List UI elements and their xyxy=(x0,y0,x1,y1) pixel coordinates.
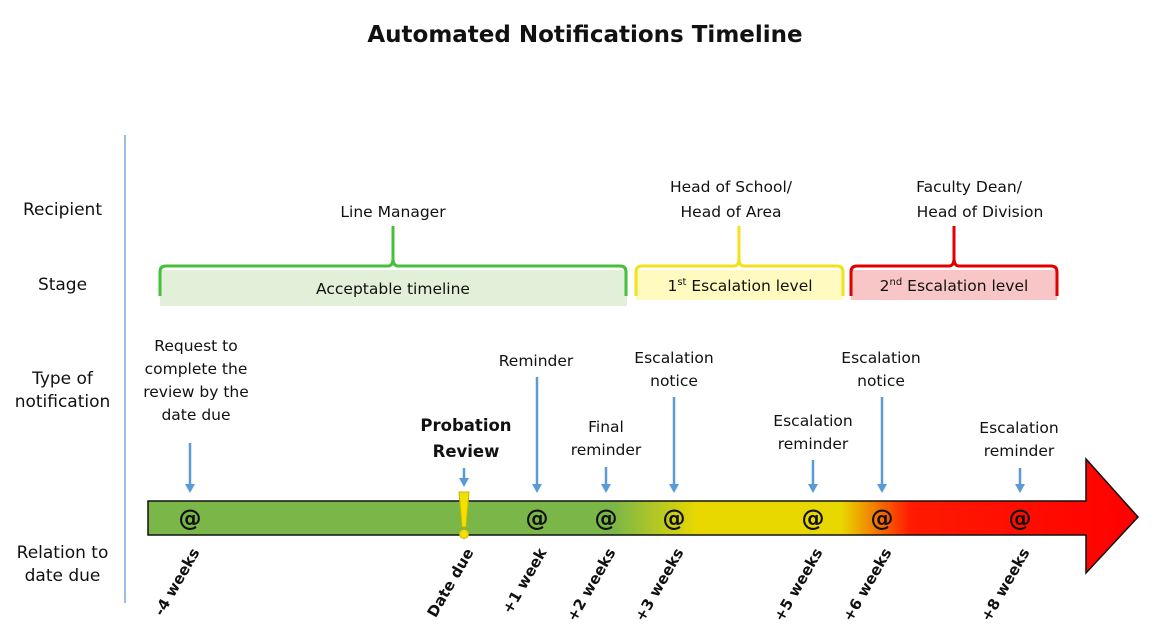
row-label-stage: Stage xyxy=(37,275,88,295)
at-symbol-request: @ xyxy=(179,506,202,532)
stage-second-escalation: 2nd Escalation level xyxy=(880,277,1029,295)
marker-label-escalation-notice-2-0: Escalation xyxy=(841,349,920,367)
at-symbol-escalation-notice-1: @ xyxy=(663,506,686,532)
recipient-head-of-school-line2: Head of Area xyxy=(681,203,782,221)
marker-arrow-head-final-reminder xyxy=(601,484,611,493)
at-symbol-escalation-reminder-2: @ xyxy=(1009,506,1032,532)
marker-label-reminder-0: Reminder xyxy=(499,352,574,370)
marker-arrow-head-escalation-reminder-1 xyxy=(808,484,818,493)
marker-label-escalation-notice-2-1: notice xyxy=(857,372,905,390)
marker-escalation-notice-2: Escalation notice @ +6 weeks xyxy=(839,349,920,624)
week-label-escalation-reminder-2: +8 weeks xyxy=(977,545,1033,625)
marker-label-final-reminder-1: reminder xyxy=(571,441,642,459)
week-label-request: -4 weeks xyxy=(150,545,203,619)
recipient-head-of-school-line1: Head of School/ xyxy=(670,178,793,196)
stage-first-escalation: 1st Escalation level xyxy=(667,277,812,295)
marker-label-escalation-notice-1-1: notice xyxy=(650,372,698,390)
recipient-faculty-dean-line1: Faculty Dean/ xyxy=(916,178,1023,196)
marker-arrow-head-probation xyxy=(459,478,469,487)
stage-band-first xyxy=(636,270,843,300)
marker-arrow-head-escalation-notice-1 xyxy=(669,484,679,493)
bracket-first-escalation xyxy=(634,226,845,296)
marker-label-request-1: complete the xyxy=(145,360,248,378)
timeline-arrow xyxy=(147,457,1140,575)
bracket-second-escalation xyxy=(849,226,1059,296)
at-symbol-escalation-reminder-1: @ xyxy=(802,506,825,532)
marker-label-probation-1: Review xyxy=(433,442,500,461)
bracket-acceptable xyxy=(158,226,628,296)
recipient-line-manager: Line Manager xyxy=(340,203,446,221)
marker-request: Request to complete the review by the date … xyxy=(143,337,249,619)
marker-escalation-notice-1: Escalation notice @ +3 weeks xyxy=(631,349,713,624)
at-symbol-final-reminder: @ xyxy=(595,506,618,532)
timeline-markers: Request to complete the review by the date … xyxy=(143,337,1058,624)
week-label-reminder: +1 week xyxy=(499,544,551,617)
marker-reminder: Reminder @ +1 week xyxy=(499,352,574,617)
week-label-escalation-notice-1: +3 weeks xyxy=(631,545,687,625)
week-label-probation: Date due xyxy=(424,545,478,620)
marker-label-escalation-reminder-2-1: reminder xyxy=(984,442,1055,460)
row-label-type: Type of notification xyxy=(14,369,111,412)
at-symbol-reminder: @ xyxy=(526,506,549,532)
week-label-escalation-reminder-1: +5 weeks xyxy=(770,545,826,625)
marker-arrow-head-request xyxy=(185,484,195,493)
exclamation-icon xyxy=(458,491,470,539)
row-label-relation: Relation to date due xyxy=(16,543,109,586)
stage-acceptable: Acceptable timeline xyxy=(316,280,470,298)
marker-label-final-reminder-0: Final xyxy=(588,418,624,436)
at-symbol-escalation-notice-2: @ xyxy=(871,506,894,532)
diagram-title: Automated Notifications Timeline xyxy=(367,22,803,48)
marker-label-probation-0: Probation xyxy=(420,416,511,435)
week-label-escalation-notice-2: +6 weeks xyxy=(839,545,895,625)
marker-label-escalation-reminder-1-1: reminder xyxy=(778,435,849,453)
week-label-final-reminder: +2 weeks xyxy=(563,545,619,625)
marker-label-request-3: date due xyxy=(161,406,230,424)
marker-label-escalation-reminder-2-0: Escalation xyxy=(979,419,1058,437)
marker-label-request-0: Request to xyxy=(154,337,237,355)
stage-band-acceptable xyxy=(160,270,627,306)
row-label-recipient: Recipient xyxy=(23,200,102,220)
marker-arrow-head-reminder xyxy=(532,484,542,493)
marker-label-request-2: review by the xyxy=(143,383,249,401)
marker-label-escalation-notice-1-0: Escalation xyxy=(634,349,713,367)
stage-band-second xyxy=(851,270,1057,300)
marker-label-escalation-reminder-1-0: Escalation xyxy=(773,412,852,430)
marker-arrow-head-escalation-reminder-2 xyxy=(1015,484,1025,493)
marker-arrow-head-escalation-notice-2 xyxy=(877,484,887,493)
recipient-faculty-dean-line2: Head of Division xyxy=(917,203,1044,221)
